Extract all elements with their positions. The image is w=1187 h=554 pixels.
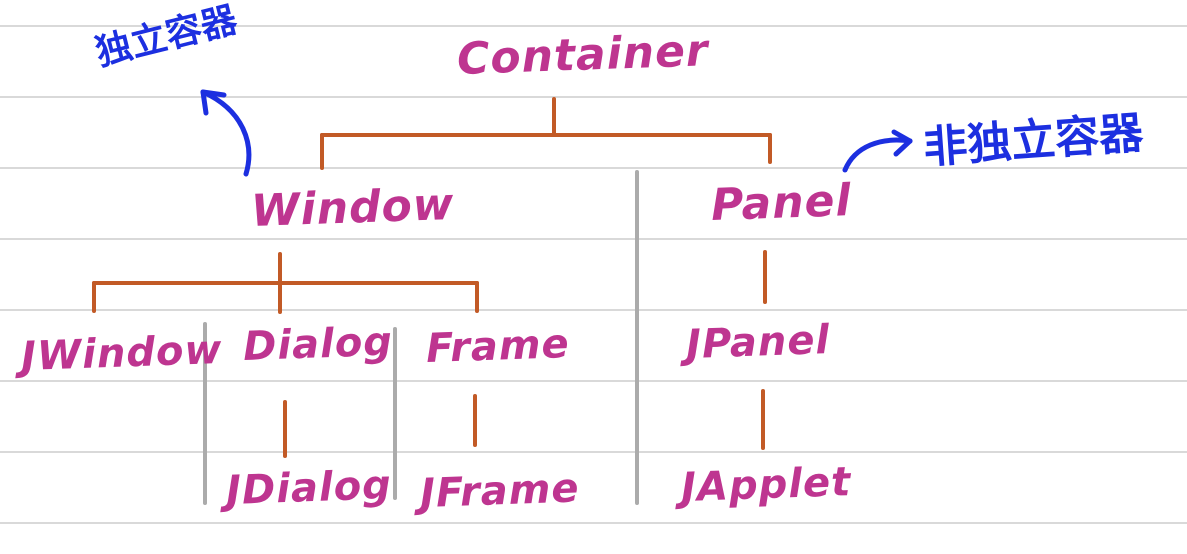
bracket-drop-to-window	[320, 133, 324, 170]
bracket-container-children	[320, 133, 772, 137]
connector-jpanel-to-japplet	[761, 389, 765, 450]
node-dialog: Dialog	[242, 318, 394, 370]
divider-dialog-frame	[393, 327, 397, 500]
node-window: Window	[250, 178, 456, 237]
connector-panel-to-jpanel	[763, 250, 767, 304]
annotation-non-independent-container: 非独立容器	[921, 107, 1145, 174]
connector-frame-to-jframe	[473, 394, 477, 447]
node-jframe: JFrame	[419, 465, 581, 517]
bracket-drop-to-jwindow	[92, 281, 96, 313]
annotation-independent-container: 独立容器	[91, 0, 242, 75]
curved-arrow-up-left-icon	[200, 89, 252, 177]
bracket-drop-to-frame	[475, 281, 479, 313]
connector-container-drop	[552, 97, 556, 137]
node-jpanel: JPanel	[685, 317, 831, 368]
divider-window-panel	[635, 170, 639, 505]
node-frame: Frame	[425, 321, 571, 372]
node-japplet: JApplet	[680, 459, 852, 511]
bracket-window-children	[92, 281, 479, 285]
node-jwindow: JWindow	[20, 327, 224, 380]
bracket-drop-to-panel	[768, 133, 772, 164]
curved-arrow-right-icon	[842, 129, 913, 173]
divider-jwindow-dialog	[203, 322, 207, 505]
connector-dialog-to-jdialog	[283, 400, 287, 458]
node-jdialog: JDialog	[225, 462, 393, 514]
node-container: Container	[456, 25, 710, 85]
node-panel: Panel	[710, 175, 853, 231]
